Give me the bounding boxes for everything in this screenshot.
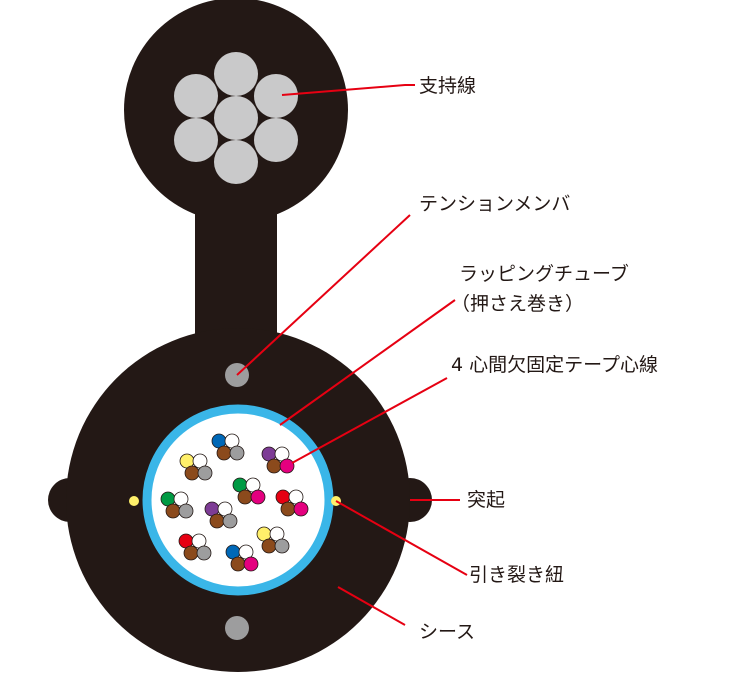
optical-fiber-brown: [209, 513, 225, 529]
fiber-ribbon-unit: [275, 489, 309, 517]
fiber-ribbon-unit: [179, 453, 213, 481]
messenger-wire-strand: [174, 74, 218, 118]
optical-fiber-gray: [274, 538, 290, 554]
label-fiber-ribbon: 4 心間欠固定テープ心線: [451, 354, 658, 376]
tension-member-bottom: [225, 616, 249, 640]
fiber-ribbon-unit: [178, 533, 212, 561]
label-messenger-wire: 支持線: [419, 75, 477, 97]
optical-fiber-magenta: [243, 556, 259, 572]
fiber-ribbon-unit: [225, 544, 259, 572]
optical-fiber-brown: [165, 503, 181, 519]
leader-lines: [236, 84, 468, 626]
optical-fiber-gray: [178, 503, 194, 519]
optical-fiber-gray: [222, 513, 238, 529]
fiber-units: [160, 433, 309, 572]
messenger-wire-strand: [214, 140, 258, 184]
optical-fiber-brown: [230, 556, 246, 572]
label-wrapping-tube-line2: （押さえ巻き）: [451, 293, 585, 315]
leader-messenger-wire: [281, 84, 415, 96]
label-protrusion: 突起: [467, 489, 506, 511]
fiber-ribbon-unit: [261, 446, 295, 474]
messenger-wire-strand: [214, 52, 258, 96]
optical-fiber-gray: [197, 465, 213, 481]
leader-tension-member: [236, 214, 411, 376]
fiber-ribbon-unit: [204, 501, 238, 529]
optical-fiber-brown: [280, 501, 296, 517]
messenger-wire-strand: [174, 118, 218, 162]
optical-fiber-magenta: [250, 489, 266, 505]
fiber-ribbon-unit: [232, 477, 266, 505]
label-rip-cord: 引き裂き紐: [469, 564, 565, 586]
optical-fiber-brown: [237, 489, 253, 505]
label-wrapping-tube-line1: ラッピングチューブ: [459, 263, 629, 285]
optical-fiber-brown: [261, 538, 277, 554]
messenger-wire-strand: [254, 118, 298, 162]
fiber-ribbon-unit: [211, 433, 245, 461]
leader-sheath: [337, 586, 406, 626]
messenger-wire-strand: [254, 74, 298, 118]
rip-cord-left: [129, 496, 139, 506]
messenger-wire-strands: [174, 52, 298, 184]
leader-fiber-ribbon: [291, 377, 448, 464]
optical-fiber-brown: [266, 458, 282, 474]
leader-wrapping-tube: [279, 299, 456, 426]
label-tension-member: テンションメンバ: [419, 193, 571, 215]
label-sheath: シース: [419, 621, 476, 643]
fiber-ribbon-unit: [256, 526, 290, 554]
optical-fiber-brown: [183, 545, 199, 561]
messenger-wire-strand: [214, 96, 258, 140]
optical-fiber-magenta: [279, 458, 295, 474]
optical-fiber-magenta: [293, 501, 309, 517]
optical-fiber-brown: [216, 445, 232, 461]
optical-fiber-gray: [196, 545, 212, 561]
optical-fiber-brown: [184, 465, 200, 481]
leader-rip-cord: [335, 500, 468, 576]
fiber-ribbon-unit: [160, 491, 194, 519]
optical-fiber-gray: [229, 445, 245, 461]
